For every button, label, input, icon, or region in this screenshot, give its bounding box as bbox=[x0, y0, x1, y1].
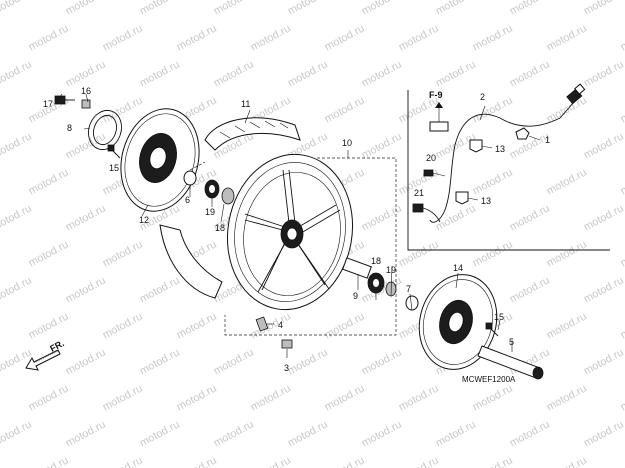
speed-sensor-inset bbox=[407, 83, 610, 251]
valve-cap-3 bbox=[281, 339, 293, 349]
bolt-15-right bbox=[485, 322, 499, 337]
callout-19-left: 19 bbox=[205, 207, 215, 217]
callout-13-lower: 13 bbox=[481, 196, 491, 206]
brake-disc-14 bbox=[418, 274, 498, 370]
assembly-boundary-10 bbox=[224, 157, 397, 336]
bearing-18-right bbox=[367, 272, 385, 294]
callout-8: 8 bbox=[67, 123, 72, 133]
cable-clamp-13-lower bbox=[455, 191, 479, 205]
callout-10: 10 bbox=[342, 138, 352, 148]
callout-4: 4 bbox=[278, 320, 283, 330]
callout-3: 3 bbox=[284, 363, 289, 373]
f9-pointer-icon bbox=[435, 102, 443, 108]
inset-border bbox=[407, 90, 610, 251]
callout-14: 14 bbox=[453, 263, 463, 273]
callout-1: 1 bbox=[545, 135, 550, 145]
bearing-18-left bbox=[221, 187, 235, 205]
callout-19-right: 19 bbox=[386, 265, 396, 275]
axle-5 bbox=[477, 345, 544, 380]
callout-7: 7 bbox=[406, 284, 411, 294]
front-arrow-icon bbox=[25, 349, 61, 371]
sensor-cable bbox=[454, 101, 575, 146]
brake-disc-12 bbox=[120, 108, 200, 212]
callout-16: 16 bbox=[81, 86, 91, 96]
front-label: FR. bbox=[48, 338, 65, 354]
callout-18-right: 18 bbox=[371, 256, 381, 266]
bolt-16 bbox=[81, 99, 91, 109]
callout-5: 5 bbox=[509, 337, 514, 347]
valve-4 bbox=[255, 316, 269, 332]
sensor-cable-lower bbox=[429, 144, 456, 223]
callout-13-upper: 13 bbox=[495, 144, 505, 154]
callout-20: 20 bbox=[426, 153, 436, 163]
callout-2: 2 bbox=[480, 92, 485, 102]
diagram-code: MCWEF1200A bbox=[462, 375, 516, 384]
callout-6: 6 bbox=[185, 195, 190, 205]
bolt-17 bbox=[54, 95, 75, 105]
sensor-connector bbox=[566, 83, 586, 105]
cable-clamp-13-upper bbox=[469, 139, 493, 153]
callout-18-left: 18 bbox=[215, 223, 225, 233]
callout-21: 21 bbox=[414, 188, 424, 198]
cable-clip-1 bbox=[515, 127, 541, 141]
callout-12: 12 bbox=[139, 215, 149, 225]
callout-17: 17 bbox=[43, 99, 53, 109]
callout-11: 11 bbox=[241, 99, 250, 109]
bearing-19-left bbox=[204, 179, 220, 199]
bolt-20 bbox=[423, 169, 446, 177]
callout-15-right: 15 bbox=[494, 312, 504, 322]
bolt-15-left bbox=[107, 144, 121, 159]
collar-6 bbox=[183, 170, 197, 186]
callout-15-left: 15 bbox=[109, 163, 119, 173]
pulser-ring-8 bbox=[88, 109, 122, 151]
distance-collar-9 bbox=[342, 257, 372, 279]
f9-mount-block bbox=[429, 121, 449, 132]
section-ref-f9: F-9 bbox=[429, 90, 443, 100]
wheel-rim-10 bbox=[226, 153, 354, 311]
tire-11 bbox=[159, 117, 301, 299]
callout-9: 9 bbox=[353, 291, 358, 301]
leader-lines bbox=[55, 93, 513, 358]
sensor-body-21 bbox=[412, 203, 441, 223]
